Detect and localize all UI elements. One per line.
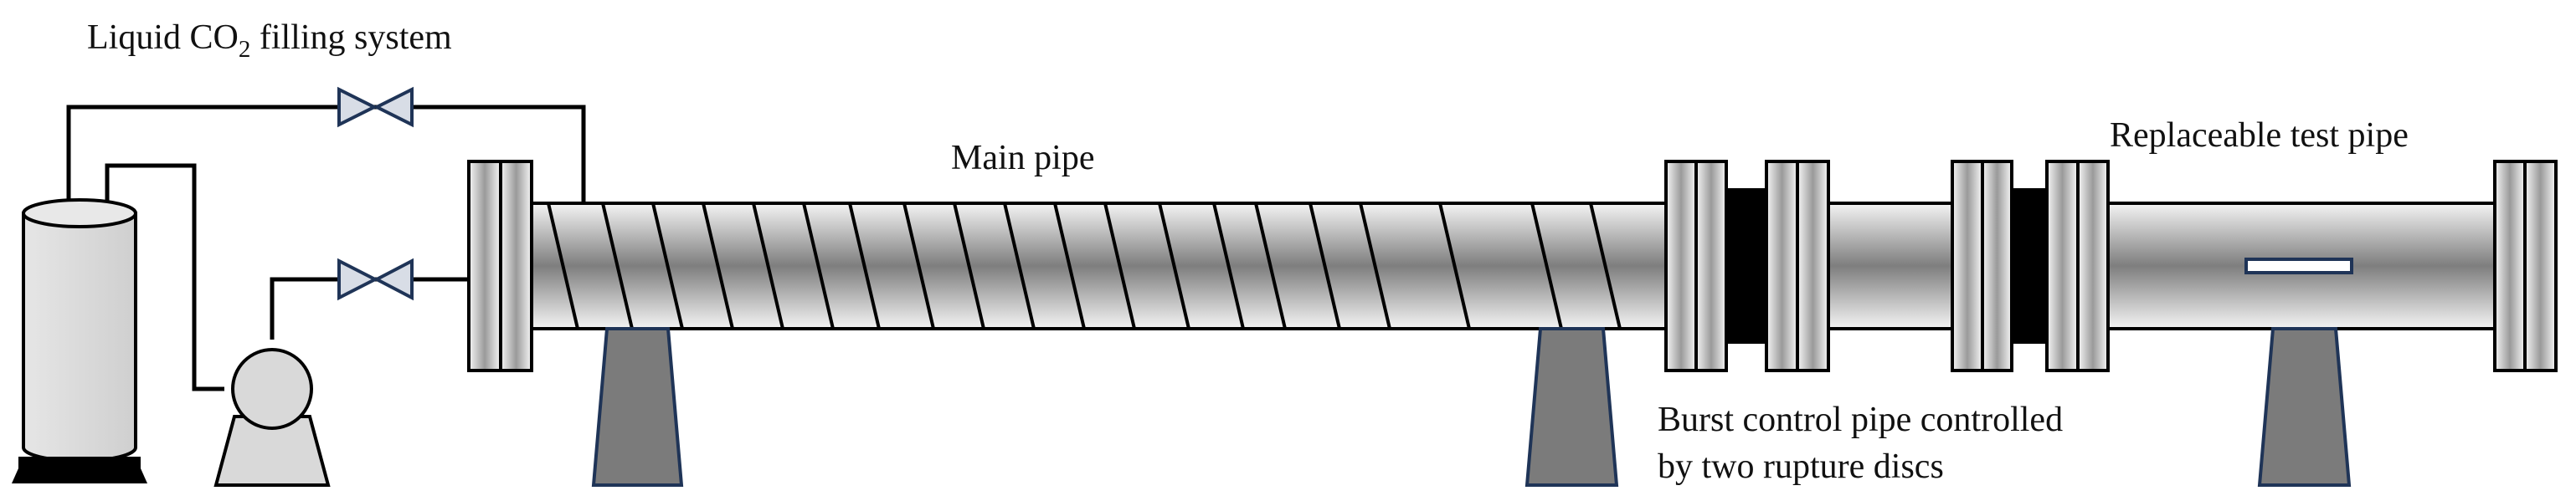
burst-control-label-line1: Burst control pipe controlled	[1658, 401, 2063, 439]
rupture-disc-holder-2	[1951, 160, 2110, 372]
pipe-supports	[591, 327, 2352, 487]
left-end-flange	[467, 160, 533, 372]
test-pipe-label: Replaceable test pipe	[2110, 116, 2409, 155]
lower-fill-line	[270, 277, 469, 340]
support-2	[1525, 327, 1619, 487]
right-end-flange	[2493, 160, 2558, 372]
main-pipe	[530, 202, 1668, 330]
pump-icon	[213, 348, 331, 487]
gate-valve-icon[interactable]	[337, 258, 414, 301]
upper-fill-line	[66, 105, 586, 213]
burst-control-label-line2: by two rupture discs	[1658, 447, 1944, 486]
main-pipe-label: Main pipe	[951, 139, 1094, 177]
co2-tank-icon	[12, 198, 147, 483]
support-1	[591, 327, 684, 487]
pump-feed-line	[105, 163, 224, 391]
rupture-disc-holder-1	[1664, 160, 1830, 372]
gate-valve-icon[interactable]	[337, 86, 414, 128]
test-pipe-notch	[2244, 258, 2353, 274]
helical-winding	[547, 203, 1622, 329]
filling-system-label: Liquid CO2 filling system	[87, 18, 452, 63]
support-3	[2257, 327, 2352, 487]
